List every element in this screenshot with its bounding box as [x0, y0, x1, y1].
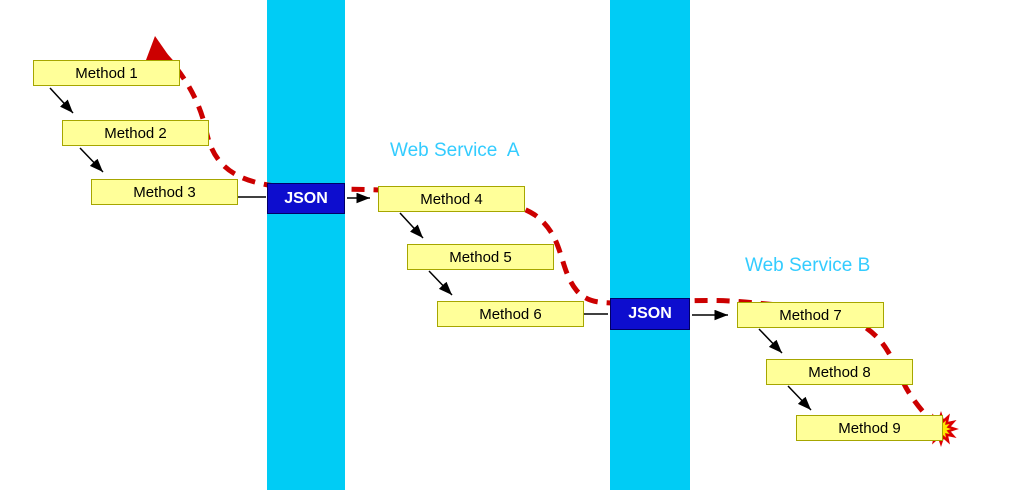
method-box-4: Method 4	[378, 186, 525, 212]
connector-method2-method3	[79, 147, 104, 173]
method-box-1: Method 1	[33, 60, 180, 86]
method-box-5: Method 5	[407, 244, 554, 270]
connector-method4-method5	[399, 212, 424, 239]
method-box-8: Method 8	[766, 359, 913, 385]
method-box-6: Method 6	[437, 301, 584, 327]
service-label-b: Web Service B	[745, 255, 871, 276]
connector-method8-method9	[787, 385, 812, 411]
method-box-9: Method 9	[796, 415, 943, 441]
service-boundary-lane-2	[610, 0, 690, 490]
json-marker-2: JSON	[610, 298, 690, 330]
connector-method1-method2	[49, 87, 74, 114]
json-marker-1: JSON	[267, 183, 345, 214]
method-box-3: Method 3	[91, 179, 238, 205]
service-label-a: Web Service A	[390, 140, 520, 161]
method-box-2: Method 2	[62, 120, 209, 146]
service-boundary-lane-1	[267, 0, 345, 490]
connector-method5-method6	[428, 270, 453, 296]
connector-method7-method8	[758, 328, 783, 354]
method-box-7: Method 7	[737, 302, 884, 328]
